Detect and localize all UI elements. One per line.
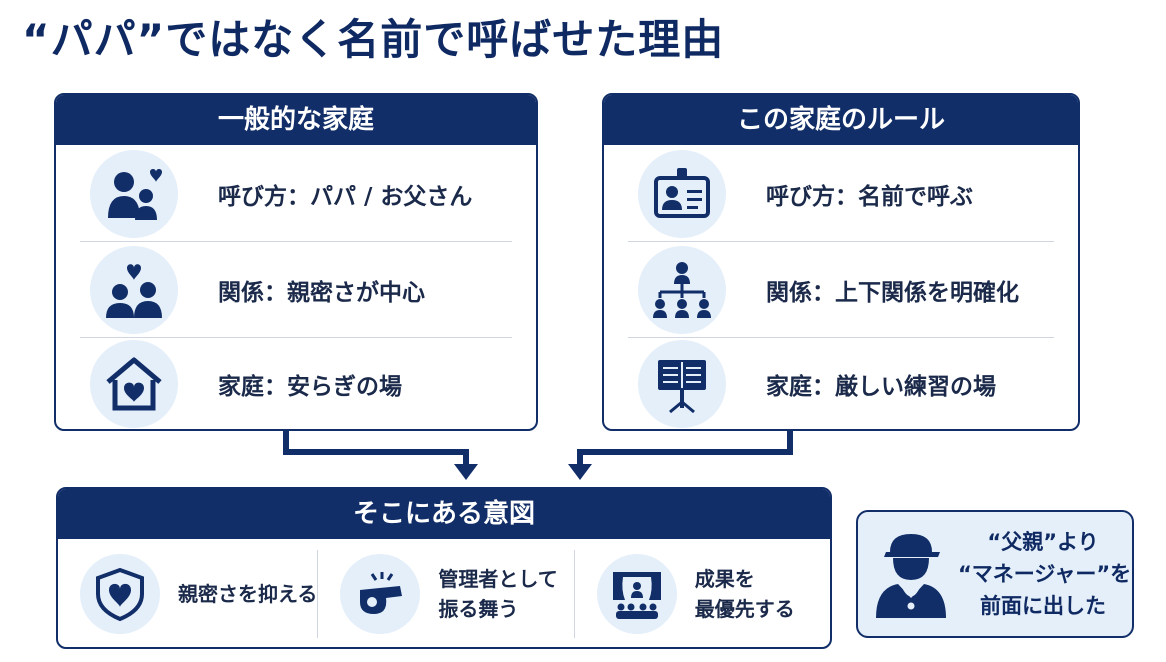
couple-heart-icon xyxy=(90,246,178,334)
list-item: 家庭：厳しい練習の場 xyxy=(628,337,1054,429)
list-item: 呼び方：名前で呼ぶ xyxy=(628,147,1054,242)
list-item: 関係：上下関係を明確化 xyxy=(628,243,1054,338)
arrow-down-icon xyxy=(568,464,592,480)
intent-text: 管理者として 振る舞う xyxy=(438,567,558,621)
row-text: 関係：上下関係を明確化 xyxy=(766,280,1019,306)
row-text: 家庭：安らぎの場 xyxy=(218,374,402,400)
music-stand-icon xyxy=(638,340,726,428)
id-badge-icon xyxy=(638,150,726,238)
intent-item: 管理者として 振る舞う xyxy=(318,550,575,638)
intent-text: 親密さを抑える xyxy=(178,582,318,606)
shield-heart-icon xyxy=(80,554,160,634)
stage-audience-icon xyxy=(596,554,677,634)
general-family-header: 一般的な家庭 xyxy=(56,95,536,145)
row-text: 関係：親密さが中心 xyxy=(218,280,425,306)
list-item: 呼び方：パパ / お父さん xyxy=(80,147,512,242)
intent-item: 成果を 最優先する xyxy=(575,550,830,638)
row-text: 呼び方：名前で呼ぶ xyxy=(766,184,973,210)
row-text: 家庭：厳しい練習の場 xyxy=(766,374,996,400)
manager-note: “父親”より “マネージャー”を 前面に出した xyxy=(856,510,1134,638)
intent-header: そこにある意図 xyxy=(58,489,830,539)
intent-text: 成果を 最優先する xyxy=(694,567,795,621)
intent-card: そこにある意図 親密さを抑える xyxy=(56,487,832,649)
whistle-icon xyxy=(340,554,421,634)
list-item: 関係：親密さが中心 xyxy=(80,243,512,338)
manager-note-text: “父親”より “マネージャー”を 前面に出した xyxy=(958,530,1132,618)
intent-item: 親密さを抑える xyxy=(58,550,319,638)
row-text: 呼び方：パパ / お父さん xyxy=(218,184,473,210)
house-rules-header: この家庭のルール xyxy=(604,95,1078,145)
page-title: “パパ”ではなく名前で呼ばせた理由 xyxy=(22,15,725,64)
manager-icon xyxy=(872,524,950,624)
list-item: 家庭：安らぎの場 xyxy=(80,337,512,429)
house-rules-card: この家庭のルール 呼び方：名前で呼ぶ xyxy=(602,93,1080,431)
general-family-card: 一般的な家庭 呼び方：パパ / お父さん 関係：親密さが中心 xyxy=(54,93,538,431)
family-heart-icon xyxy=(90,150,178,238)
house-heart-icon xyxy=(90,340,178,428)
hierarchy-icon xyxy=(638,246,726,334)
arrow-down-icon xyxy=(454,464,478,480)
